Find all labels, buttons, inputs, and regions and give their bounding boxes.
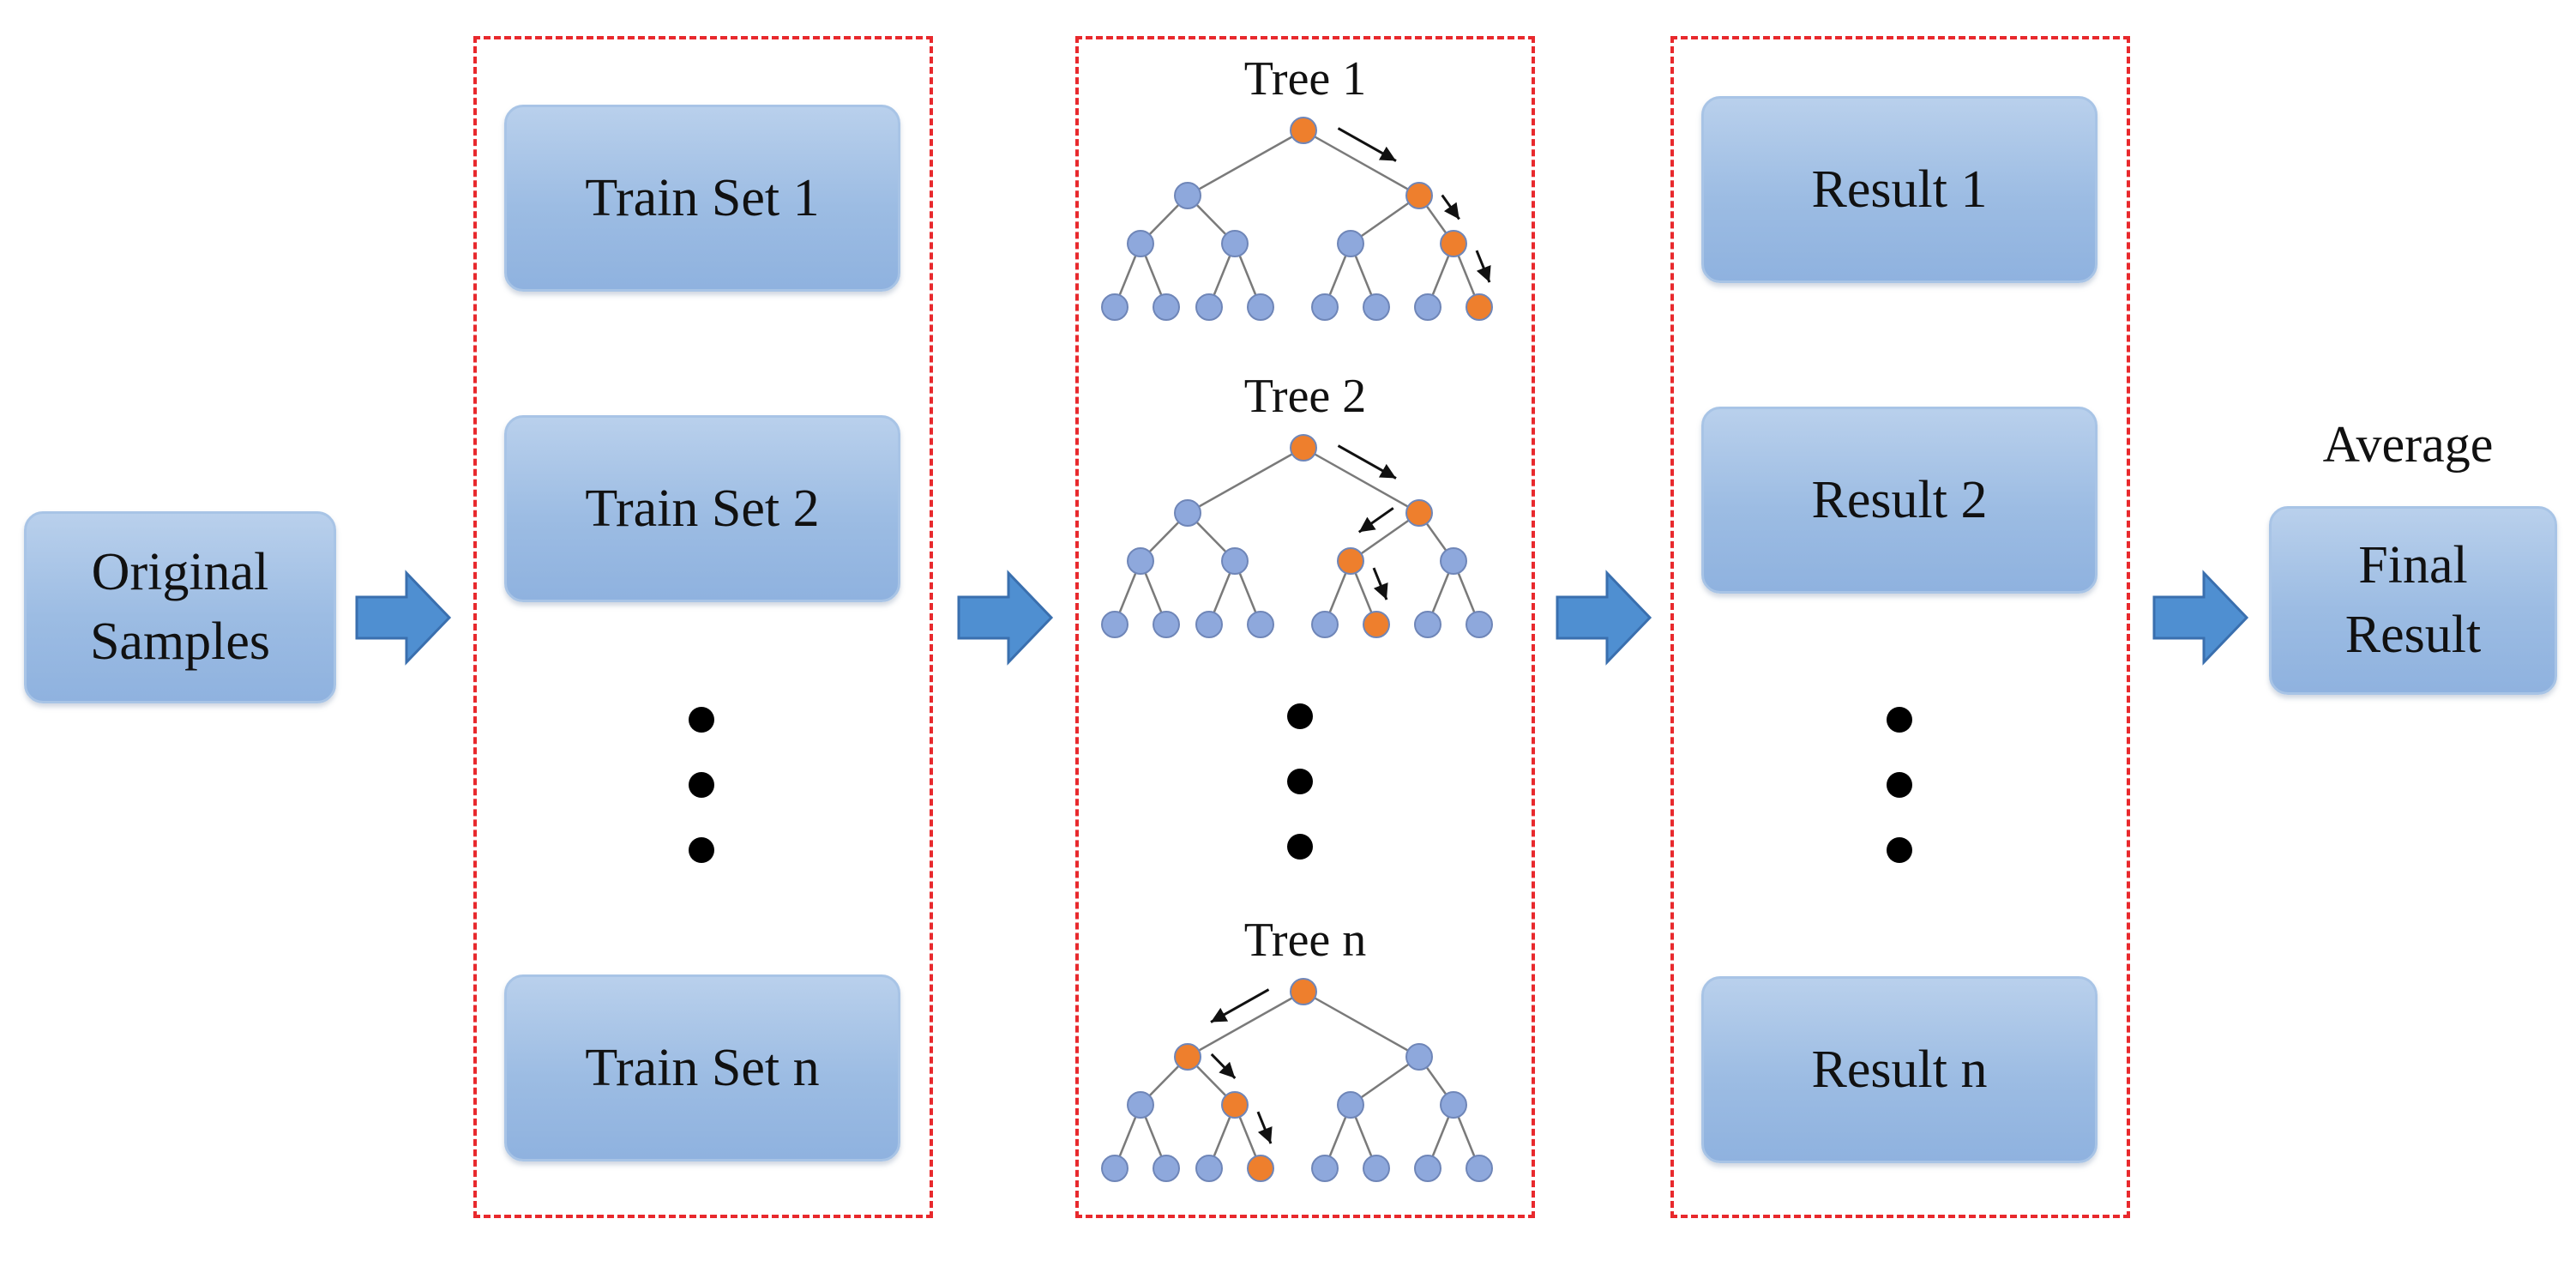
tree-node (1440, 1091, 1467, 1119)
tree-node (1127, 230, 1154, 257)
tree-leaf-node (1414, 293, 1441, 321)
aggregation-label: Average (2322, 416, 2494, 473)
tree-leaf-node (1466, 611, 1493, 638)
result-1-box: Result 1 (1701, 96, 2098, 283)
decision-arrow (1337, 444, 1397, 480)
tree-node (1127, 547, 1154, 575)
tree-root-node (1290, 117, 1317, 144)
tree-n-diagram (1101, 978, 1493, 1182)
ellipsis-dot (1887, 707, 1912, 733)
ellipsis-dot (689, 772, 714, 798)
train-set-2-box: Train Set 2 (504, 415, 900, 602)
right-arrow-icon (2152, 570, 2249, 666)
decision-arrow (1372, 567, 1388, 600)
tree-leaf-node (1153, 293, 1180, 321)
tree-node (1174, 182, 1201, 209)
decision-arrow (1441, 194, 1460, 220)
train-sets-frame (473, 36, 933, 1218)
tree-leaf-node (1414, 1155, 1441, 1182)
ellipsis-dot (689, 837, 714, 863)
tree-node (1405, 1043, 1433, 1071)
tree-leaf-node (1363, 611, 1390, 638)
tree-leaf-node (1363, 1155, 1390, 1182)
tree-leaf-node (1101, 293, 1129, 321)
right-arrow-icon (355, 570, 452, 666)
tree-leaf-node (1247, 293, 1274, 321)
ellipsis-dot (1287, 703, 1313, 729)
tree-leaf-node (1101, 611, 1129, 638)
tree-node (1174, 499, 1201, 527)
result-n-box: Result n (1701, 976, 2098, 1163)
right-arrow-icon (957, 570, 1054, 666)
train-set-n-box: Train Set n (504, 974, 900, 1161)
result-2-box: Result 2 (1701, 407, 2098, 594)
tree-leaf-node (1195, 611, 1223, 638)
tree-root-node (1290, 978, 1317, 1005)
tree-1-title: Tree 1 (1243, 52, 1367, 106)
tree-leaf-node (1247, 1155, 1274, 1182)
tree-node (1440, 547, 1467, 575)
tree-leaf-node (1466, 293, 1493, 321)
ellipsis-dot (689, 707, 714, 733)
tree-leaf-node (1414, 611, 1441, 638)
tree-node (1337, 1091, 1364, 1119)
tree-leaf-node (1101, 1155, 1129, 1182)
right-arrow-icon (1556, 570, 1652, 666)
decision-arrow (1256, 1111, 1273, 1144)
tree-leaf-node (1195, 1155, 1223, 1182)
decision-arrow (1210, 988, 1270, 1023)
tree-node (1405, 182, 1433, 209)
tree-2-title: Tree 2 (1243, 370, 1367, 423)
ellipsis-dot (1287, 769, 1313, 794)
tree-n-title: Tree n (1243, 914, 1367, 967)
tree-leaf-node (1311, 611, 1339, 638)
tree-leaf-node (1363, 293, 1390, 321)
tree-node (1221, 547, 1249, 575)
tree-2-diagram (1101, 434, 1493, 638)
decision-arrow (1475, 250, 1491, 283)
decision-arrow (1357, 507, 1394, 534)
ellipsis-dot (1887, 772, 1912, 798)
ellipsis-dot (1887, 837, 1912, 863)
final-result-box: Final Result (2269, 506, 2557, 695)
tree-node (1221, 230, 1249, 257)
decision-arrow (1210, 1053, 1237, 1079)
tree-leaf-node (1466, 1155, 1493, 1182)
tree-leaf-node (1153, 611, 1180, 638)
tree-node (1127, 1091, 1154, 1119)
tree-node (1174, 1043, 1201, 1071)
tree-leaf-node (1153, 1155, 1180, 1182)
tree-node (1221, 1091, 1249, 1119)
original-samples-box: Original Samples (24, 511, 336, 703)
tree-leaf-node (1311, 293, 1339, 321)
tree-leaf-node (1247, 611, 1274, 638)
tree-1-diagram (1101, 117, 1493, 321)
results-frame (1670, 36, 2130, 1218)
ellipsis-dot (1287, 834, 1313, 860)
tree-node (1337, 547, 1364, 575)
tree-node (1405, 499, 1433, 527)
tree-leaf-node (1195, 293, 1223, 321)
tree-root-node (1290, 434, 1317, 462)
tree-leaf-node (1311, 1155, 1339, 1182)
trees-frame (1075, 36, 1535, 1218)
train-set-1-box: Train Set 1 (504, 105, 900, 292)
decision-arrow (1337, 127, 1397, 162)
tree-node (1440, 230, 1467, 257)
tree-node (1337, 230, 1364, 257)
